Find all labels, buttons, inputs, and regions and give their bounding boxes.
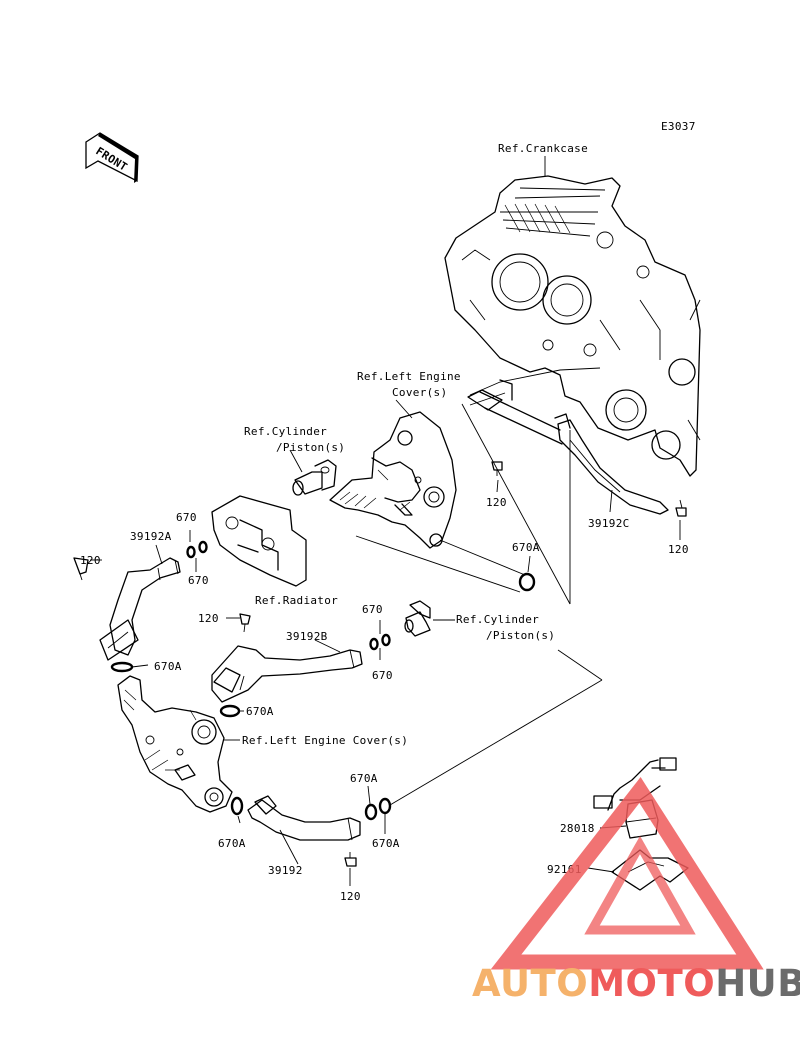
- o-ring-670a-bottom-left: [230, 796, 244, 816]
- watermark-hub: HUB: [715, 962, 800, 1005]
- bolt-120-middle: [239, 613, 251, 633]
- hose-39192b: [211, 645, 363, 703]
- part-number-670-b: 670: [188, 574, 209, 587]
- part-number-670-d: 670: [372, 669, 393, 682]
- o-ring-670a-bottom-right: [378, 797, 392, 815]
- part-number-39192b: 39192B: [286, 630, 328, 643]
- crankcase: [444, 175, 701, 477]
- watermark-auto: AUTO: [472, 962, 588, 1005]
- part-number-120-upper-left: 120: [80, 554, 101, 567]
- radiator-block: [211, 495, 307, 587]
- o-ring-670-d: [381, 633, 391, 647]
- part-number-670a-bottom-right: 670A: [372, 837, 400, 850]
- o-ring-670a-cover: [219, 704, 241, 718]
- watermark-logo: AUTOMOTOHUB: [472, 777, 800, 1005]
- part-number-120-bottom: 120: [340, 890, 361, 903]
- cylinder-fitting-upper: [292, 459, 337, 496]
- watermark-moto: MOTO: [588, 962, 715, 1005]
- left-engine-cover-lower: [117, 675, 233, 813]
- label-ref-cylinder-upper-line1: Ref.Cylinder: [244, 425, 327, 438]
- label-ref-cylinder-lower-line2: /Piston(s): [486, 629, 555, 642]
- part-number-670a-bottom-left: 670A: [218, 837, 246, 850]
- o-ring-670a-center: [518, 572, 536, 592]
- part-number-120-middle: 120: [198, 612, 219, 625]
- part-number-670-c: 670: [362, 603, 383, 616]
- part-number-28018: 28018: [560, 822, 595, 835]
- left-engine-cover-upper: [329, 411, 457, 549]
- o-ring-670a-bottom-mid: [364, 803, 378, 821]
- part-number-39192c: 39192C: [588, 517, 630, 530]
- hose-39192a: [99, 557, 181, 661]
- part-number-120-center: 120: [486, 496, 507, 509]
- o-ring-670-c: [369, 637, 379, 651]
- front-arrow-icon: FRONT: [85, 132, 139, 183]
- svg-text:AUTOMOTOHUB: AUTOMOTOHUB: [472, 962, 800, 1005]
- label-ref-crankcase: Ref.Crankcase: [498, 142, 588, 155]
- part-number-670a-bottom-mid: 670A: [350, 772, 378, 785]
- part-number-120-right: 120: [668, 543, 689, 556]
- label-ref-left-engine-cover-line1: Ref.Left Engine: [357, 370, 461, 383]
- part-number-670-a: 670: [176, 511, 197, 524]
- label-ref-left-engine-cover-line2: Cover(s): [392, 386, 447, 399]
- label-ref-cylinder-lower-line1: Ref.Cylinder: [456, 613, 539, 626]
- label-ref-radiator: Ref.Radiator: [255, 594, 338, 607]
- diagram-code: E3037: [661, 120, 696, 133]
- label-ref-left-engine-cover-full: Ref.Left Engine Cover(s): [242, 734, 408, 747]
- part-number-670a-cover: 670A: [246, 705, 274, 718]
- o-ring-670-b: [198, 540, 208, 554]
- hose-39192: [247, 795, 361, 841]
- cylinder-fitting-lower: [404, 600, 431, 637]
- part-number-39192: 39192: [268, 864, 303, 877]
- bolt-120-upper-left: [73, 557, 89, 581]
- part-number-670a-left: 670A: [154, 660, 182, 673]
- o-ring-670a-left: [110, 661, 134, 673]
- part-number-39192a: 39192A: [130, 530, 172, 543]
- o-ring-670-a: [186, 545, 196, 559]
- part-number-670a-center: 670A: [512, 541, 540, 554]
- bolt-120-right: [675, 499, 687, 517]
- bolt-120-center: [491, 461, 503, 476]
- bolt-120-bottom: [344, 852, 357, 867]
- hose-39192c: [467, 379, 669, 515]
- label-ref-cylinder-upper-line2: /Piston(s): [276, 441, 345, 454]
